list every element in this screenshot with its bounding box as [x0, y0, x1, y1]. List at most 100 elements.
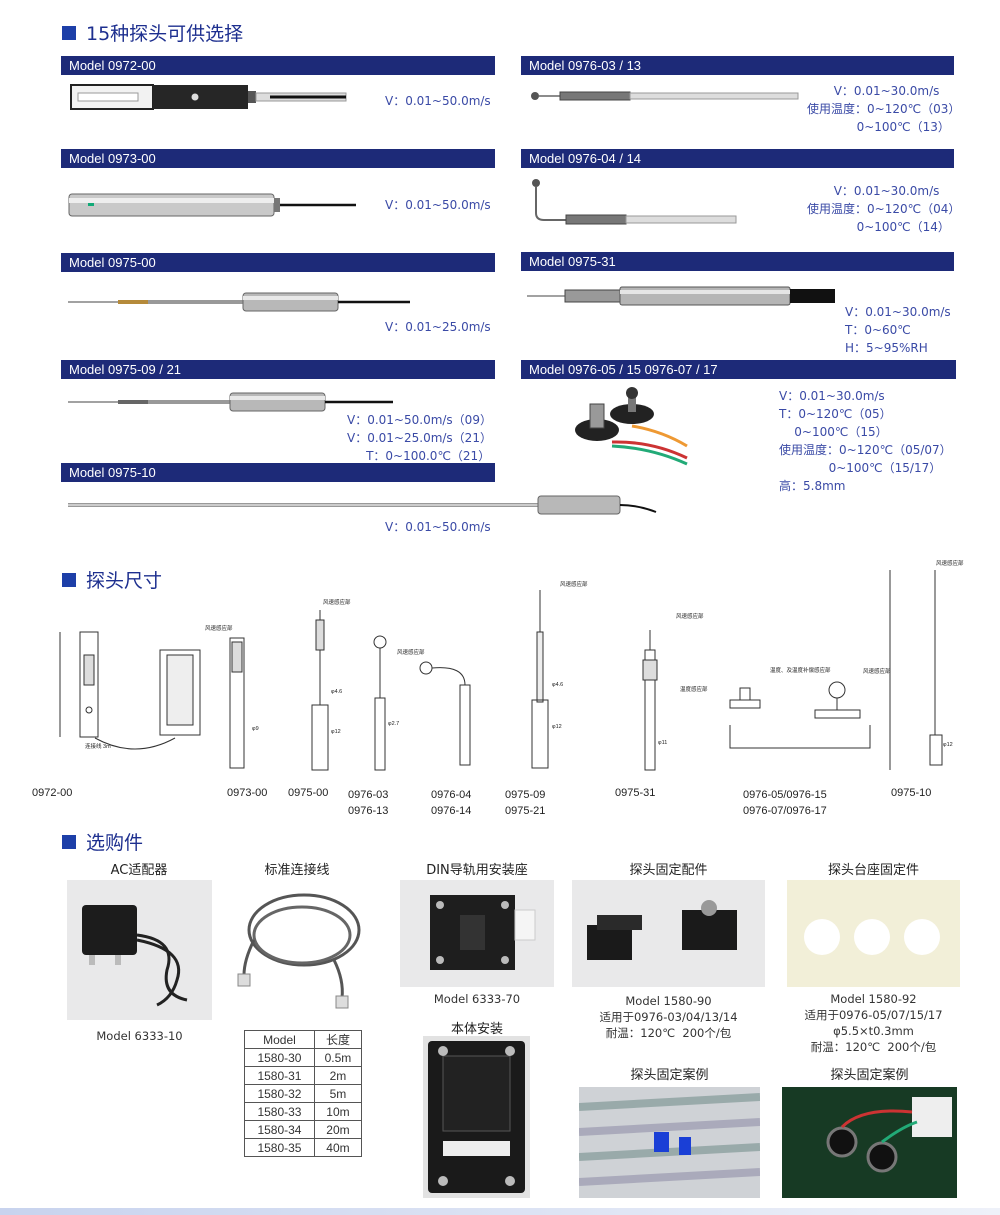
spec-0972-00: V：0.01~50.0m/s: [385, 94, 491, 108]
spec-0976-03-13: V：0.01~30.0m/s 使用温度：0~120℃（03） 0~100℃（13…: [807, 84, 961, 134]
probe-0973-00-image: [68, 193, 356, 217]
acc-title-body-mount: 本体安装: [450, 1022, 503, 1037]
spec-0976-05-15: V：0.01~30.0m/s T：0~120℃（05） 0~100℃（15） 使…: [779, 389, 952, 493]
note-cable: 连接线 3m: [85, 742, 111, 750]
dim-label-0972-00: 0972-00: [32, 787, 73, 799]
note-wind-sensor: 风速感应部: [323, 598, 351, 606]
model-bar-0976-03-13: Model 0976-03 / 13: [521, 56, 954, 75]
body-mount-icon: [428, 1041, 525, 1193]
acc-title-probe-base-fixture: 探头台座固定件: [827, 863, 919, 878]
table-cell: 2m: [313, 1066, 363, 1085]
probe-0975-09-21-image: [68, 392, 393, 412]
note-wind-sensor: 风速感应部: [863, 667, 891, 675]
section-title-text: 探头尺寸: [86, 570, 163, 592]
dim-label-0975-00: 0975-00: [288, 787, 329, 799]
dim-d12: φ12: [552, 724, 562, 730]
cable-photo: [224, 880, 370, 1020]
table-cell: 10m: [313, 1102, 363, 1121]
model-bar-0975-31: Model 0975-31: [521, 252, 954, 271]
note-wind-sensor: 风速感应部: [205, 624, 233, 632]
table-cell: 1580-34: [244, 1120, 315, 1139]
table-cell: 1580-33: [244, 1102, 315, 1121]
spec-0975-31: V：0.01~30.0m/s T：0~60℃ H：5~95%RH: [845, 305, 951, 355]
section-title-text: 选购件: [86, 832, 144, 854]
acc-title-cable: 标准连接线: [264, 863, 330, 878]
title-square-icon: [62, 572, 76, 587]
acc-title-din-mount: DIN导轨用安装座: [426, 863, 528, 878]
table-header-length: 长度: [313, 1030, 363, 1049]
section-title-dims: 探头尺寸: [62, 566, 162, 593]
dim-label-0975-10: 0975-10: [891, 787, 932, 799]
probe-base-fixture-icon: [804, 919, 940, 955]
dim-label-0975-09-21: 0975-09 0975-21: [505, 789, 546, 817]
note-wind-sensor: 风速感应部: [397, 648, 425, 656]
note-temp-comp-wind2: 温度、及温度补偿感应部: [770, 666, 831, 674]
probe-0976-05-15-image: [575, 387, 688, 466]
probe-0976-03-13-image: [531, 91, 799, 101]
table-cell: 0.5m: [313, 1048, 363, 1067]
din-mount-icon: [430, 895, 536, 970]
dim-label-0973-00: 0973-00: [227, 787, 268, 799]
probe-0975-31-image: [527, 286, 835, 306]
table-cell: 1580-32: [244, 1084, 315, 1103]
dim-d11: φ11: [658, 740, 667, 746]
table-cell: 20m: [313, 1120, 363, 1139]
model-bar-0975-09-21: Model 0975-09 / 21: [61, 360, 495, 379]
note-temp-sensor: 温度感应部: [680, 685, 708, 693]
dim-label-0976-03-13: 0976-03 0976-13: [348, 789, 389, 817]
dim-d27: φ2.7: [388, 721, 399, 727]
title-square-icon: [62, 834, 76, 849]
caption-probe-base-fixture: Model 1580-92 适用于0976-05/07/15/17 φ5.5×t…: [804, 992, 943, 1054]
caption-din-mount: Model 6333-70: [433, 992, 521, 1006]
din-mount-photo: [400, 880, 554, 987]
ac-adapter-icon: [82, 905, 188, 1007]
model-bar-0975-10: Model 0975-10: [61, 463, 495, 482]
probe-0975-10-image: [68, 495, 657, 515]
note-wind-sensor: 风速感应部: [936, 560, 964, 567]
note-wind-sensor: 风速感应部: [560, 580, 588, 588]
spec-0975-00: V：0.01~25.0m/s: [385, 320, 491, 334]
spec-0973-00: V：0.01~50.0m/s: [385, 198, 491, 212]
table-cell: 1580-31: [244, 1066, 315, 1085]
dim-d12: φ12: [943, 742, 953, 748]
example-pcb-icon: [826, 1097, 952, 1173]
dim-d46: φ4.6: [331, 689, 342, 695]
example-rods-icon: [579, 1093, 760, 1186]
probe-base-fixture-photo: [787, 880, 960, 987]
dim-d12: φ12: [331, 729, 341, 735]
dim-label-0976-04-14: 0976-04 0976-14: [431, 789, 472, 817]
model-bar-0973-00: Model 0973-00: [61, 149, 495, 168]
probe-0976-04-14-image: [532, 179, 737, 225]
model-bar-0976-04-14: Model 0976-04 / 14: [521, 149, 954, 168]
dim-d9: φ9: [252, 726, 259, 732]
dim-d46: φ4.6: [552, 682, 563, 688]
spec-0975-10: V：0.01~50.0m/s: [385, 520, 491, 534]
dimension-drawings: 风速感应部 风速感应部 风速感应部 风速感应部 风速感应部 风速感应部 风速感应…: [59, 560, 964, 771]
acc-title-example-2: 探头固定案例: [830, 1068, 909, 1083]
body-mount-photo: [423, 1036, 530, 1198]
model-bar-0975-00: Model 0975-00: [61, 253, 495, 272]
section-title-accessories: 选购件: [62, 828, 143, 855]
model-bar-0972-00: Model 0972-00: [61, 56, 495, 75]
note-wind-sensor: 风速感应部: [676, 612, 704, 620]
dim-label-0976-05: 0976-05/0976-15 0976-07/0976-17: [743, 789, 827, 817]
probe-fixture-icon: [587, 900, 737, 960]
ac-adapter-photo: [67, 880, 212, 1020]
acc-title-ac-adapter: AC适配器: [110, 863, 168, 878]
section-title-probes: 15种探头可供选择: [62, 19, 243, 46]
probe-0972-00-image: [70, 84, 347, 110]
model-bar-0976-05-15: Model 0976-05 / 15 0976-07 / 17: [521, 360, 956, 379]
table-cell: 40m: [313, 1138, 363, 1157]
caption-probe-fixture: Model 1580-90 适用于0976-03/04/13/14 耐温：120…: [599, 994, 738, 1040]
acc-title-probe-fixture: 探头固定配件: [629, 863, 708, 878]
spec-0976-04-14: V：0.01~30.0m/s 使用温度：0~120℃（04） 0~100℃（14…: [807, 184, 961, 234]
caption-ac-adapter: Model 6333-10: [96, 1029, 183, 1043]
section-title-text: 15种探头可供选择: [86, 23, 244, 45]
footer-bar: [0, 1208, 1000, 1215]
